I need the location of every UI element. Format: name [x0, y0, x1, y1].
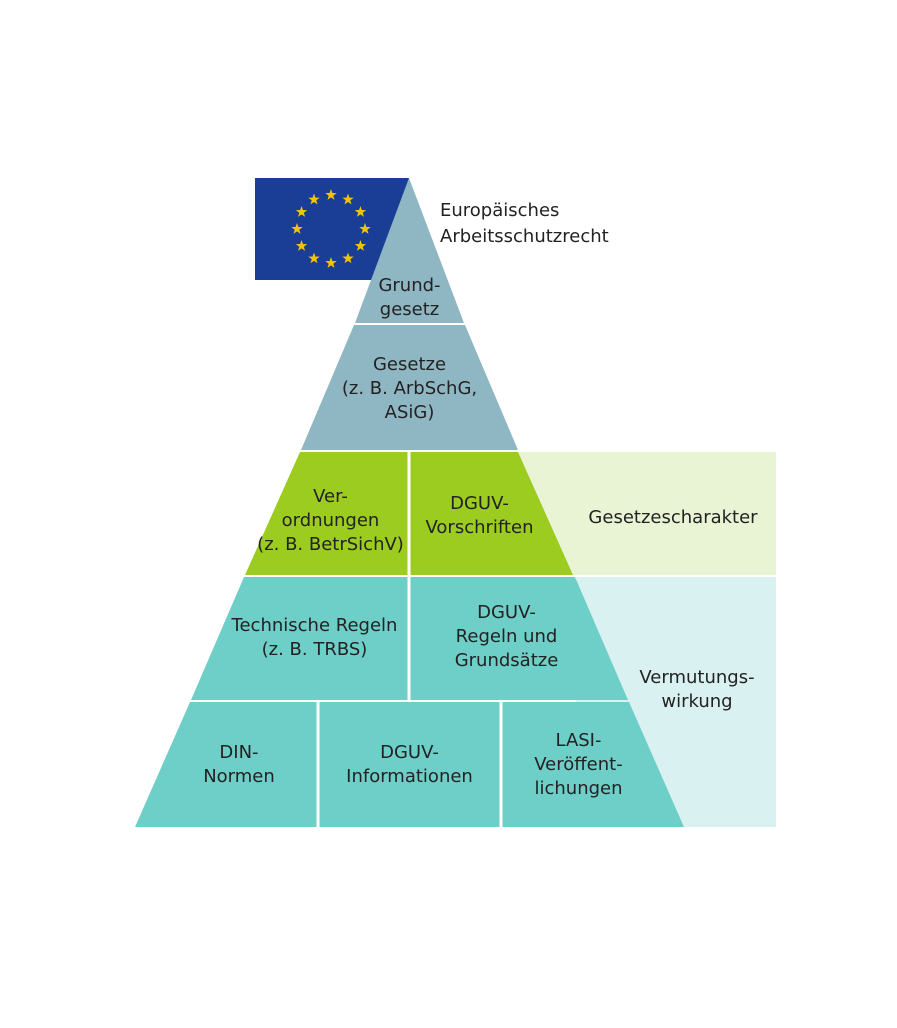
label-dguv-vorschriften: DGUV- Vorschriften: [425, 493, 534, 538]
eu-star-icon: [342, 252, 354, 264]
label-din-normen: DIN- Normen: [203, 742, 275, 787]
label-technische-regeln: Technische Regeln (z. B. TRBS): [231, 615, 398, 660]
tier-teal-lower: [135, 702, 684, 827]
tier-gesetze: [301, 325, 518, 450]
eu-star-icon: [291, 223, 303, 234]
eu-star-icon: [295, 240, 308, 251]
label-dguv-informationen: DGUV- Informationen: [346, 742, 473, 787]
eu-star-icon: [354, 206, 367, 217]
panel-label-gesetzescharakter: Gesetzescharakter: [588, 507, 758, 528]
label-lasi: LASI- Veröffent- lichungen: [534, 730, 623, 799]
eu-star-icon: [359, 223, 371, 234]
eu-star-icon: [308, 252, 320, 264]
label-grundgesetz: Grund- gesetz: [378, 275, 441, 320]
eu-star-icon: [325, 189, 337, 200]
label-gesetze: Gesetze (z. B. ArbSchG, ASiG): [341, 354, 478, 423]
eu-star-icon: [295, 206, 308, 217]
eu-star-icon: [342, 193, 354, 205]
tier-grundgesetz: [355, 178, 464, 323]
eu-star-icon: [354, 240, 367, 251]
eu-star-icon: [308, 193, 320, 205]
eu-stars-icon: [291, 189, 371, 268]
label-verordnungen: Ver- ordnungen (z. B. BetrSichV): [257, 486, 404, 555]
panel-label-vermutungswirkung: Vermutungs- wirkung: [639, 667, 755, 712]
eu-label: Europäisches Arbeitsschutzrecht: [440, 200, 609, 247]
eu-star-icon: [325, 257, 337, 268]
label-dguv-regeln: DGUV- Regeln und Grundsätze: [454, 602, 559, 671]
